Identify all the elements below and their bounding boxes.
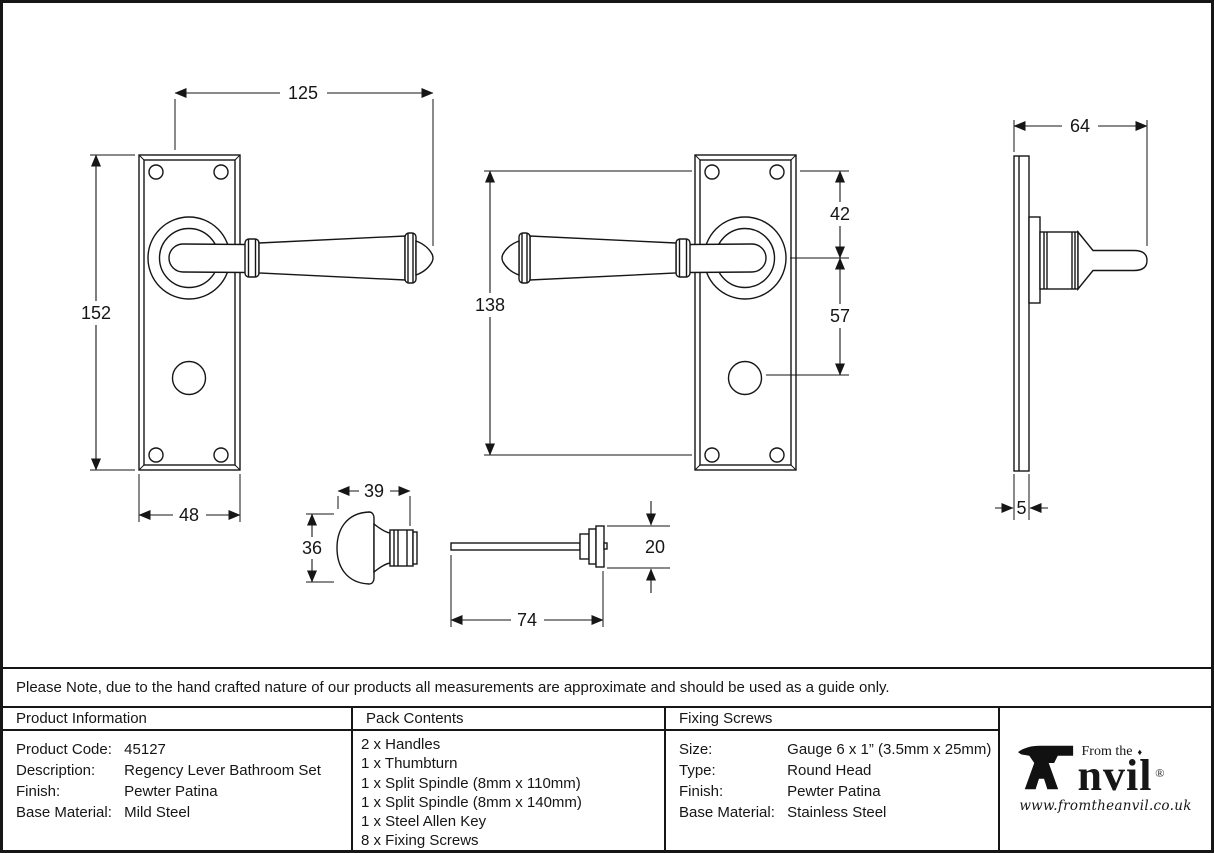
drawing-spindle: 74 20 (450, 501, 670, 631)
product-info-header: Product Information (3, 708, 353, 731)
list-item: 1 x Steel Allen Key (361, 813, 487, 831)
dim-label-top-to-spindle: 42 (824, 202, 856, 226)
dim-label-lever-span: 138 (468, 293, 512, 317)
screw-hole (148, 164, 164, 180)
dim-label-thumbturn-diameter: 36 (297, 537, 328, 559)
list-item: 2 x Handles (361, 736, 441, 753)
dim-label-handle-length: 125 (280, 81, 327, 105)
field-value: 45127 (124, 741, 166, 758)
pack-contents-body: 2 x Handles 1 x Thumbturn 1 x Split Spin… (353, 731, 666, 850)
screw-hole (704, 164, 720, 180)
lever-handle (501, 232, 767, 284)
svg-text:74: 74 (517, 610, 537, 630)
table-row: Base Material: Stainless Steel (679, 802, 998, 823)
screw-hole (704, 447, 720, 463)
logo-tagline: From the ♦ (1082, 744, 1153, 760)
svg-text:39: 39 (364, 481, 384, 501)
registered-mark: ® (1155, 766, 1166, 780)
bathroom-turn-hole (171, 360, 207, 396)
list-item: 1 x Split Spindle (8mm x 140mm) (361, 793, 582, 811)
dim-label-plate-height: 152 (73, 301, 119, 325)
field-value: Regency Lever Bathroom Set (124, 762, 321, 779)
field-label: Description: (16, 762, 96, 779)
field-label: Finish: (16, 783, 61, 800)
table-row: Size: Gauge 6 x 1” (3.5mm x 25mm) (679, 739, 998, 760)
logo-tagline-text: From the (1081, 744, 1133, 759)
logo-url: www.fromtheanvil.co.uk (1019, 798, 1192, 814)
svg-text:138: 138 (475, 295, 505, 315)
table-row: Type: Round Head (679, 760, 998, 781)
field-label: Finish: (679, 783, 724, 800)
table-row: Base Material: Mild Steel (16, 802, 351, 823)
info-table: Product Information Pack Contents Fixing… (3, 708, 1211, 850)
table-row: Description: Regency Lever Bathroom Set (16, 760, 351, 781)
screw-hole (213, 164, 229, 180)
screw-hole (769, 447, 785, 463)
svg-text:125: 125 (288, 83, 318, 103)
measurement-note: Please Note, due to the hand crafted nat… (3, 667, 1211, 708)
measurement-note-text: Please Note, due to the hand crafted nat… (16, 679, 890, 696)
svg-text:42: 42 (830, 204, 850, 224)
bathroom-turn-hole (727, 360, 763, 396)
field-label: Product Code: (16, 741, 112, 758)
table-row: Finish: Pewter Patina (16, 781, 351, 802)
drawing-handle-side-view: 64 5 (995, 114, 1148, 520)
field-value: Round Head (787, 762, 872, 779)
dim-label-spindle-length: 74 (511, 609, 544, 631)
field-value: Pewter Patina (787, 783, 881, 800)
dim-label-plate-width: 48 (173, 503, 206, 527)
dim-label-projection: 64 (1062, 114, 1098, 138)
svg-text:48: 48 (179, 505, 199, 525)
field-label: Size: (679, 741, 713, 758)
svg-text:64: 64 (1070, 116, 1090, 136)
screw-hole (213, 447, 229, 463)
drawing-thumbturn: 39 36 (297, 480, 418, 585)
brand-logo-cell: From the ♦ nvil ® www.fromtheanvil.co.uk (1000, 708, 1211, 850)
product-info-body: Product Code: 45127 Description: Regency… (3, 731, 353, 850)
screw-hole (148, 447, 164, 463)
fixing-screws-header: Fixing Screws (666, 708, 1000, 731)
list-item: 1 x Split Spindle (8mm x 110mm) (361, 774, 581, 792)
anvil-icon (1017, 745, 1073, 790)
field-value: Mild Steel (124, 804, 191, 821)
list-item: 1 x Thumbturn (361, 755, 458, 773)
list-item: 8 x Fixing Screws (361, 832, 479, 850)
lever-handle (168, 232, 434, 284)
drawing-handle-reverse-view: 138 42 57 (468, 154, 856, 471)
dim-label-spindle-head-diameter: 20 (645, 537, 665, 557)
field-label: Base Material: (16, 804, 112, 821)
svg-text:36: 36 (302, 538, 322, 558)
drawing-handle-front-view: 125 152 48 (73, 81, 434, 527)
dim-label-spindle-to-turn: 57 (824, 304, 856, 328)
dim-label-plate-thickness: 5 (1016, 498, 1026, 518)
svg-text:57: 57 (830, 306, 850, 326)
logo-wordmark-text: nvil (1077, 751, 1153, 800)
field-value: Stainless Steel (787, 804, 887, 821)
fixing-screws-body: Size: Gauge 6 x 1” (3.5mm x 25mm) Type: … (666, 731, 1000, 850)
field-label: Type: (679, 762, 716, 779)
dim-label-thumbturn-length: 39 (359, 480, 390, 502)
table-row: Product Code: 45127 (16, 739, 351, 760)
field-value: Pewter Patina (124, 783, 218, 800)
svg-text:152: 152 (81, 303, 111, 323)
anvil-logo: From the ♦ nvil ® www.fromtheanvil.co.uk (1017, 744, 1195, 814)
field-value: Gauge 6 x 1” (3.5mm x 25mm) (787, 741, 992, 758)
technical-drawings: 125 152 48 (73, 81, 1148, 631)
logo-wordmark: nvil ® (1078, 754, 1165, 798)
pack-contents-header: Pack Contents (353, 708, 666, 731)
field-label: Base Material: (679, 804, 775, 821)
diamond-icon: ♦ (1137, 746, 1143, 757)
table-row: Finish: Pewter Patina (679, 781, 998, 802)
screw-hole (769, 164, 785, 180)
